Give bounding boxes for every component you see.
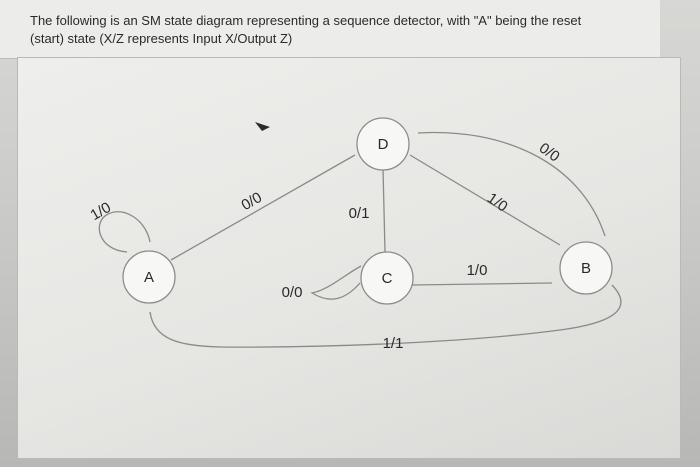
question-line-1: The following is an SM state diagram rep… bbox=[30, 13, 582, 28]
arrow-cursor-icon bbox=[255, 122, 270, 131]
edge-b-to-d bbox=[417, 131, 606, 237]
edge-d-to-c bbox=[382, 167, 386, 253]
question-text: The following is an SM state diagram rep… bbox=[30, 12, 640, 48]
state-a-label: A bbox=[144, 269, 154, 286]
label-a-to-d: 0/0 bbox=[238, 189, 265, 214]
edge-c-self-loop bbox=[310, 265, 362, 300]
state-b-label: B bbox=[581, 260, 591, 277]
label-a-self: 1/0 bbox=[87, 199, 114, 224]
label-b-to-d: 0/0 bbox=[536, 140, 563, 166]
state-a: A bbox=[122, 250, 176, 304]
state-c-label: C bbox=[382, 270, 393, 287]
edge-d-to-b bbox=[409, 154, 561, 246]
edge-b-to-a bbox=[149, 284, 622, 348]
label-d-to-c: 0/1 bbox=[349, 205, 370, 222]
question-header: The following is an SM state diagram rep… bbox=[0, 0, 660, 59]
label-c-to-b: 1/0 bbox=[467, 262, 488, 279]
state-c: C bbox=[360, 251, 414, 305]
state-d-label: D bbox=[378, 136, 389, 153]
label-d-to-b: 1/0 bbox=[484, 190, 511, 216]
edge-c-to-b bbox=[411, 282, 553, 286]
state-d: D bbox=[356, 117, 410, 171]
question-line-2: (start) state (X/Z represents Input X/Ou… bbox=[30, 31, 293, 46]
edge-a-self-loop bbox=[98, 211, 151, 253]
label-c-self: 0/0 bbox=[282, 284, 303, 301]
label-b-to-a: 1/1 bbox=[383, 335, 404, 352]
edge-a-to-d bbox=[170, 154, 356, 261]
state-b: B bbox=[559, 241, 613, 295]
